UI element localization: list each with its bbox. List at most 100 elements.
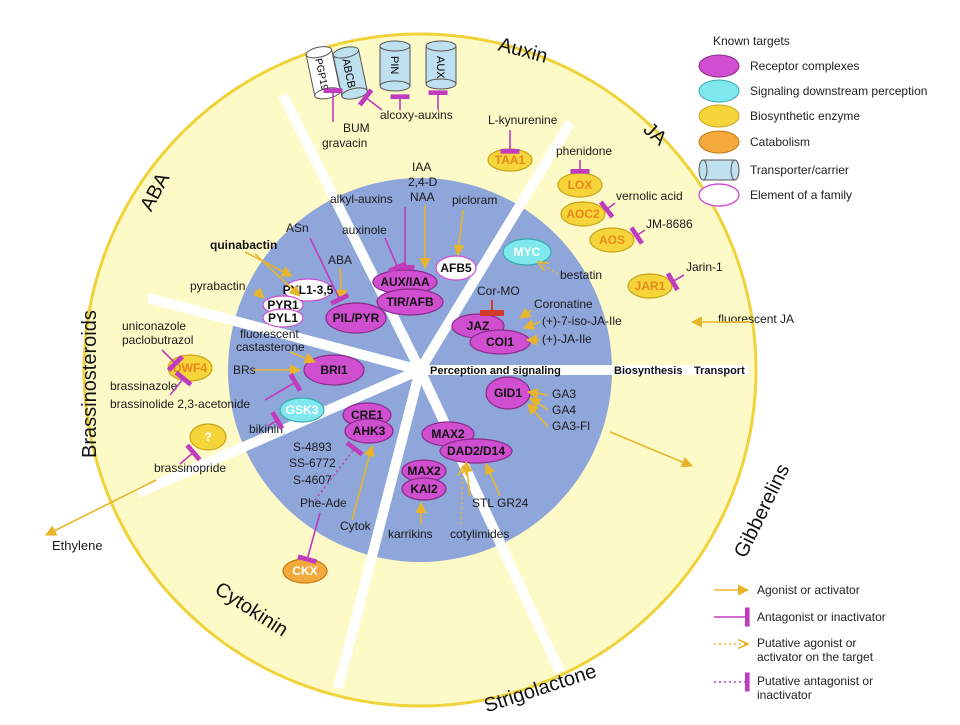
node-pyr1: PYR1 [262, 295, 304, 315]
chem-iaa: IAA [412, 160, 431, 174]
node-shape [439, 438, 513, 464]
node-label: MAX2 [431, 427, 465, 441]
node-aos: AOS [589, 227, 635, 253]
chem-auxinole: auxinole [342, 223, 387, 237]
chem-stl: STL [472, 496, 494, 510]
node-ckx: CKX [282, 558, 328, 584]
node-gsk3: GSK3 [279, 397, 325, 423]
legend-catabolism-swatch [698, 130, 740, 154]
chem-cor-mo: Cor-MO [477, 284, 520, 298]
chem-alkyl-auxins: alkyl-auxins [330, 192, 393, 206]
node-gid1: GID1 [485, 376, 531, 410]
node-shape [401, 477, 447, 501]
node-jar1: JAR1 [627, 273, 673, 299]
legend-putative-agonist-2: activator on the target [757, 650, 874, 664]
legend-transporter-swatch [698, 159, 740, 181]
node-afb5: AFB5 [435, 255, 477, 281]
node-label: KAI2 [410, 482, 438, 496]
ethylene-label: Ethylene [52, 538, 103, 553]
putative-antagonist-arrows [314, 440, 364, 501]
legend-family: Element of a family [750, 188, 852, 202]
chem-jarin1: Jarin-1 [686, 260, 723, 274]
chem-cotylimides: cotylimides [450, 527, 509, 541]
node-label: AUX/IAA [380, 275, 430, 289]
node-label: PYL1-3,5 [283, 283, 334, 297]
chem-24d: 2,4-D [408, 175, 438, 189]
chem-ja-ile: (+)-JA-Ile [542, 332, 592, 346]
node-label: COI1 [486, 335, 514, 349]
node-pil-pyr: PIL/PYR [325, 302, 387, 334]
node-label: AOS [599, 233, 625, 247]
node-shape [376, 288, 444, 316]
putative-agonist-arrows [461, 262, 559, 525]
node-label: DAD2/D14 [447, 444, 505, 458]
node-myc: MYC [502, 238, 552, 266]
node-max2-b: MAX2 [401, 459, 447, 483]
node-shape [303, 354, 365, 386]
legend-agonist: Agonist or activator [757, 583, 860, 597]
chem-bikinin: bikinin [249, 422, 283, 436]
transporter-abcb: ABCB [332, 46, 368, 100]
node-shape [502, 238, 552, 266]
chem-quinabactin: quinabactin [210, 238, 277, 252]
node-label: BRI1 [320, 363, 348, 377]
pin-label: PIN [388, 56, 400, 74]
node-label: JAR1 [635, 279, 666, 293]
antagonist-arrows [161, 88, 685, 565]
chem-ga3fl: GA3-Fl [552, 419, 590, 433]
chem-fluorescent-ja: fluorescent JA [718, 312, 794, 326]
aux-label: AUX [434, 56, 446, 79]
legend-biosynthetic: Biosynthetic enzyme [750, 109, 860, 123]
node-label: AHK3 [353, 424, 386, 438]
chem-pyrabactin: pyrabactin [190, 279, 245, 293]
chem-gravacin: gravacin [322, 136, 367, 150]
node-tir-afb: TIR/AFB [376, 288, 444, 316]
node-dad2: DAD2/D14 [439, 438, 513, 464]
legend-biosynthetic-swatch [698, 104, 740, 128]
legend-receptor-swatch [698, 54, 740, 78]
legend-family-swatch [698, 183, 740, 207]
chem-phenidone: phenidone [556, 144, 612, 158]
chem-picloram: picloram [452, 193, 497, 207]
sector-dividers [136, 92, 748, 690]
node-label: PYL1 [268, 311, 298, 325]
node-label: CKX [292, 564, 317, 578]
node-label: GSK3 [286, 403, 319, 417]
chem-aba: ABA [328, 253, 352, 267]
chem-s4607: S-4607 [293, 473, 332, 487]
chem-alcoxy-auxins: alcoxy-auxins [380, 108, 453, 122]
node-label: CRE1 [351, 408, 383, 422]
legend-signaling-swatch [698, 79, 740, 103]
chem-phe-ade: Phe-Ade [300, 496, 347, 510]
chem-jm8686: JM-8686 [646, 217, 693, 231]
node-label: PIL/PYR [333, 311, 380, 325]
node-label: TAA1 [495, 153, 526, 167]
legend-catabolism: Catabolism [750, 135, 810, 149]
legend-putative-agonist-1: Putative agonist or [757, 636, 856, 650]
chem-ss6772: SS-6772 [289, 456, 336, 470]
legend-transporter: Transporter/carrier [750, 163, 849, 177]
chem-naa: NAA [410, 190, 435, 204]
chem-brassinazole: brassinazole [110, 379, 178, 393]
chem-fluorescent: fluorescent [240, 327, 299, 341]
node-shape [279, 397, 325, 423]
node-unknown: ? [189, 423, 227, 451]
chem-vernolic-acid: vernolic acid [616, 189, 683, 203]
node-label: PYR1 [267, 298, 299, 312]
node-label: MAX2 [407, 464, 441, 478]
chem-iso-ja-ile: (+)-7-iso-JA-Ile [542, 314, 622, 328]
node-label: ? [204, 430, 211, 444]
chem-asn: ASn [286, 221, 309, 235]
node-shape [344, 418, 394, 444]
node-kai2: KAI2 [401, 477, 447, 501]
chem-karrikins: karrikins [388, 527, 433, 541]
node-shape [325, 302, 387, 334]
node-shape [262, 308, 304, 328]
node-label: AFB5 [440, 261, 472, 275]
chem-uniconazole: uniconazole [122, 319, 186, 333]
chem-brassinopride: brassinopride [154, 461, 226, 475]
transporter-aux: AUX [425, 40, 457, 90]
node-taa1: TAA1 [487, 148, 533, 172]
legend-antagonist: Antagonist or inactivator [757, 610, 886, 624]
chemical-labels: BUM gravacin alcoxy-auxins L-kynurenine … [52, 108, 794, 553]
